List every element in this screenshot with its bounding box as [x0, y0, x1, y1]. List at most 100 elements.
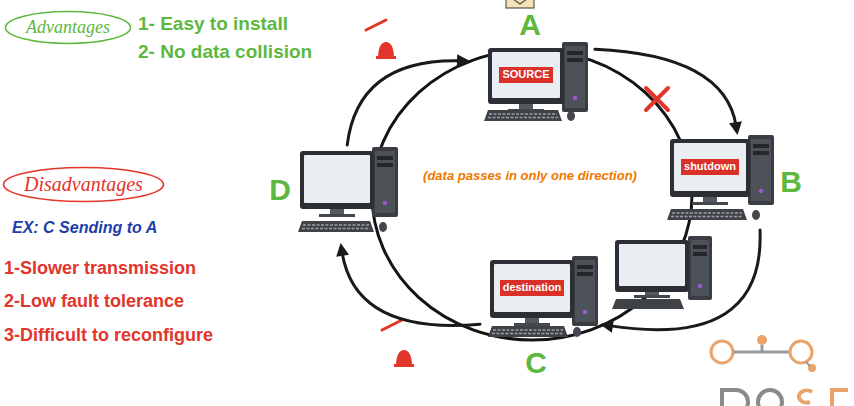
envelope-icon: [506, 0, 534, 4]
pc-drive: [753, 151, 769, 155]
pc-mouse: [573, 327, 581, 337]
logo-mark: [806, 362, 810, 366]
logo-mark: [790, 341, 812, 363]
pc-drive: [693, 252, 707, 256]
pc-stand: [514, 323, 550, 326]
alert-dash: [382, 320, 402, 330]
pc-mouse: [567, 111, 575, 121]
pc-monitor: [490, 260, 574, 318]
pc-keyboard: [298, 221, 374, 232]
pc-tower-front: [691, 240, 709, 296]
flow-arrow: [595, 49, 742, 135]
pc-tower-front: [575, 260, 595, 322]
pc-screen: [674, 143, 746, 191]
pc-tower: [372, 147, 398, 217]
pc-screen: [494, 264, 570, 312]
screen-label: SOURCE: [499, 67, 552, 82]
pc-drive: [377, 163, 393, 167]
pc-drive: [693, 245, 707, 249]
pc-drive: [567, 51, 583, 55]
pc-stand: [692, 202, 728, 205]
pc-keys: [303, 224, 369, 226]
alert-dash: [366, 20, 386, 30]
advantage-item: 2- No data collision: [138, 41, 312, 64]
pc-drive: [577, 265, 593, 269]
pc-drive: [577, 272, 593, 276]
disadvantage-item: 1-Slower transmission: [4, 258, 196, 280]
disadvantages-oval: Disadvantages: [2, 166, 165, 203]
pc-tower-front: [375, 151, 395, 213]
advantages-oval: Advantages: [4, 10, 132, 45]
flow-arrow: [336, 243, 480, 325]
pc-keys: [302, 228, 370, 230]
example-note: EX: C Sending to A: [12, 218, 157, 237]
break-mark: [646, 88, 668, 110]
disadvantage-item: 3-Difficult to reconfigure: [4, 325, 213, 347]
ring-note: (data passes in only one direction): [423, 168, 637, 184]
pc-keys: [488, 117, 558, 119]
node-letter: B: [780, 167, 802, 197]
advantage-item: 1- Easy to install: [138, 13, 288, 36]
arrow-line: [609, 230, 760, 330]
oval-title: Advantages: [4, 10, 132, 45]
logo-mark: [761, 345, 764, 352]
pc-monitor: [300, 151, 374, 209]
envelope-icon: [506, 0, 534, 8]
pc-monitor: [670, 139, 750, 197]
pc-screen: [304, 155, 370, 203]
alarm-bell: [378, 42, 394, 56]
pc-stand: [319, 214, 355, 217]
pc-mouse: [379, 222, 387, 232]
arrow-line: [347, 61, 461, 145]
pc-keys: [672, 212, 742, 214]
logo-mark: [832, 390, 848, 406]
arrow-line: [595, 49, 736, 126]
alarm-bell: [396, 350, 412, 364]
pc-stand: [634, 295, 670, 298]
pc-screen: [492, 52, 560, 98]
oval-title: Disadvantages: [2, 166, 165, 203]
pc-tower-front: [565, 46, 585, 108]
pc-keys: [493, 329, 563, 331]
pc-light: [573, 96, 577, 100]
logo-mark: [722, 390, 748, 406]
arrow-head: [336, 243, 349, 257]
arrow-head: [729, 121, 742, 135]
pc-drive: [377, 156, 393, 160]
pc-tower: [748, 135, 774, 205]
pc-keys: [671, 216, 743, 218]
pc-keys: [492, 333, 564, 335]
screen-label: shutdown: [681, 159, 739, 174]
computer-node: shutdownB: [655, 135, 805, 230]
pc-keyboard: [484, 110, 562, 121]
pc-drive: [753, 144, 769, 148]
computer-node: destinationC: [480, 250, 600, 385]
node-letter: C: [525, 348, 547, 378]
pc-keyboard: [667, 209, 747, 220]
node-letter: D: [269, 175, 291, 205]
pc-drive: [567, 58, 583, 62]
pc-light: [698, 284, 702, 288]
pc-mouse: [752, 210, 760, 220]
logo-mark: [799, 391, 812, 403]
pc-keyboard: [488, 326, 568, 337]
break-mark: [646, 88, 668, 110]
logo-mark: [758, 390, 782, 406]
pc-light: [759, 189, 763, 193]
arrow-head: [457, 54, 470, 67]
pc-tower-front: [751, 139, 771, 201]
logo-mark: [711, 341, 733, 363]
alarm-bell: [376, 56, 396, 59]
arrow-line: [342, 252, 480, 326]
pc-monitor: [488, 48, 564, 104]
pc-tower: [688, 236, 712, 300]
computer-node: ASOURCE: [470, 8, 595, 126]
computer-node: D: [268, 145, 400, 243]
pc-monitor: [615, 240, 689, 292]
pc-keyboard: [612, 299, 684, 309]
ring-cable: [372, 50, 692, 340]
pc-light: [583, 310, 587, 314]
arrow-head: [600, 320, 614, 333]
